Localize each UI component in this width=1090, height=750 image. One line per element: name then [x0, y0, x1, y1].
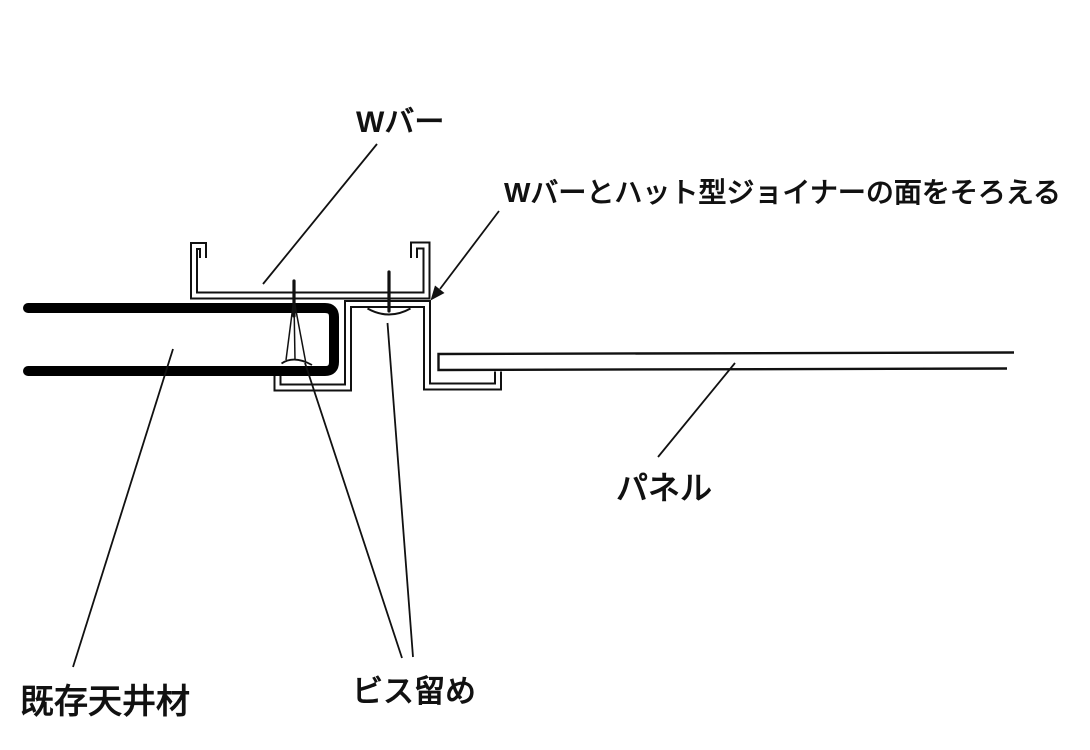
leader-align-note [430, 210, 500, 301]
label-align-note: Wバーとハット型ジョイナーの面をそろえる [504, 177, 1061, 208]
leader-panel [657, 362, 736, 458]
w-bar-profile [190, 241, 431, 300]
leader-w-bar [262, 143, 378, 285]
label-existing-ceiling: 既存天井材 [20, 683, 190, 721]
arrowhead [430, 285, 445, 301]
label-screw-fastening: ビス留め [352, 674, 476, 709]
screw-right [367, 270, 411, 316]
leader-existing-ceiling [72, 348, 174, 668]
screw-left [280, 279, 313, 366]
leader-screw-left [304, 362, 403, 659]
panel-board [437, 351, 1015, 372]
existing-ceiling-edge [23, 303, 339, 376]
label-panel: パネル [616, 470, 712, 506]
leader-screw-right [386, 322, 414, 658]
screw-head-dome [367, 307, 411, 316]
label-w-bar: Wバー [356, 106, 444, 139]
